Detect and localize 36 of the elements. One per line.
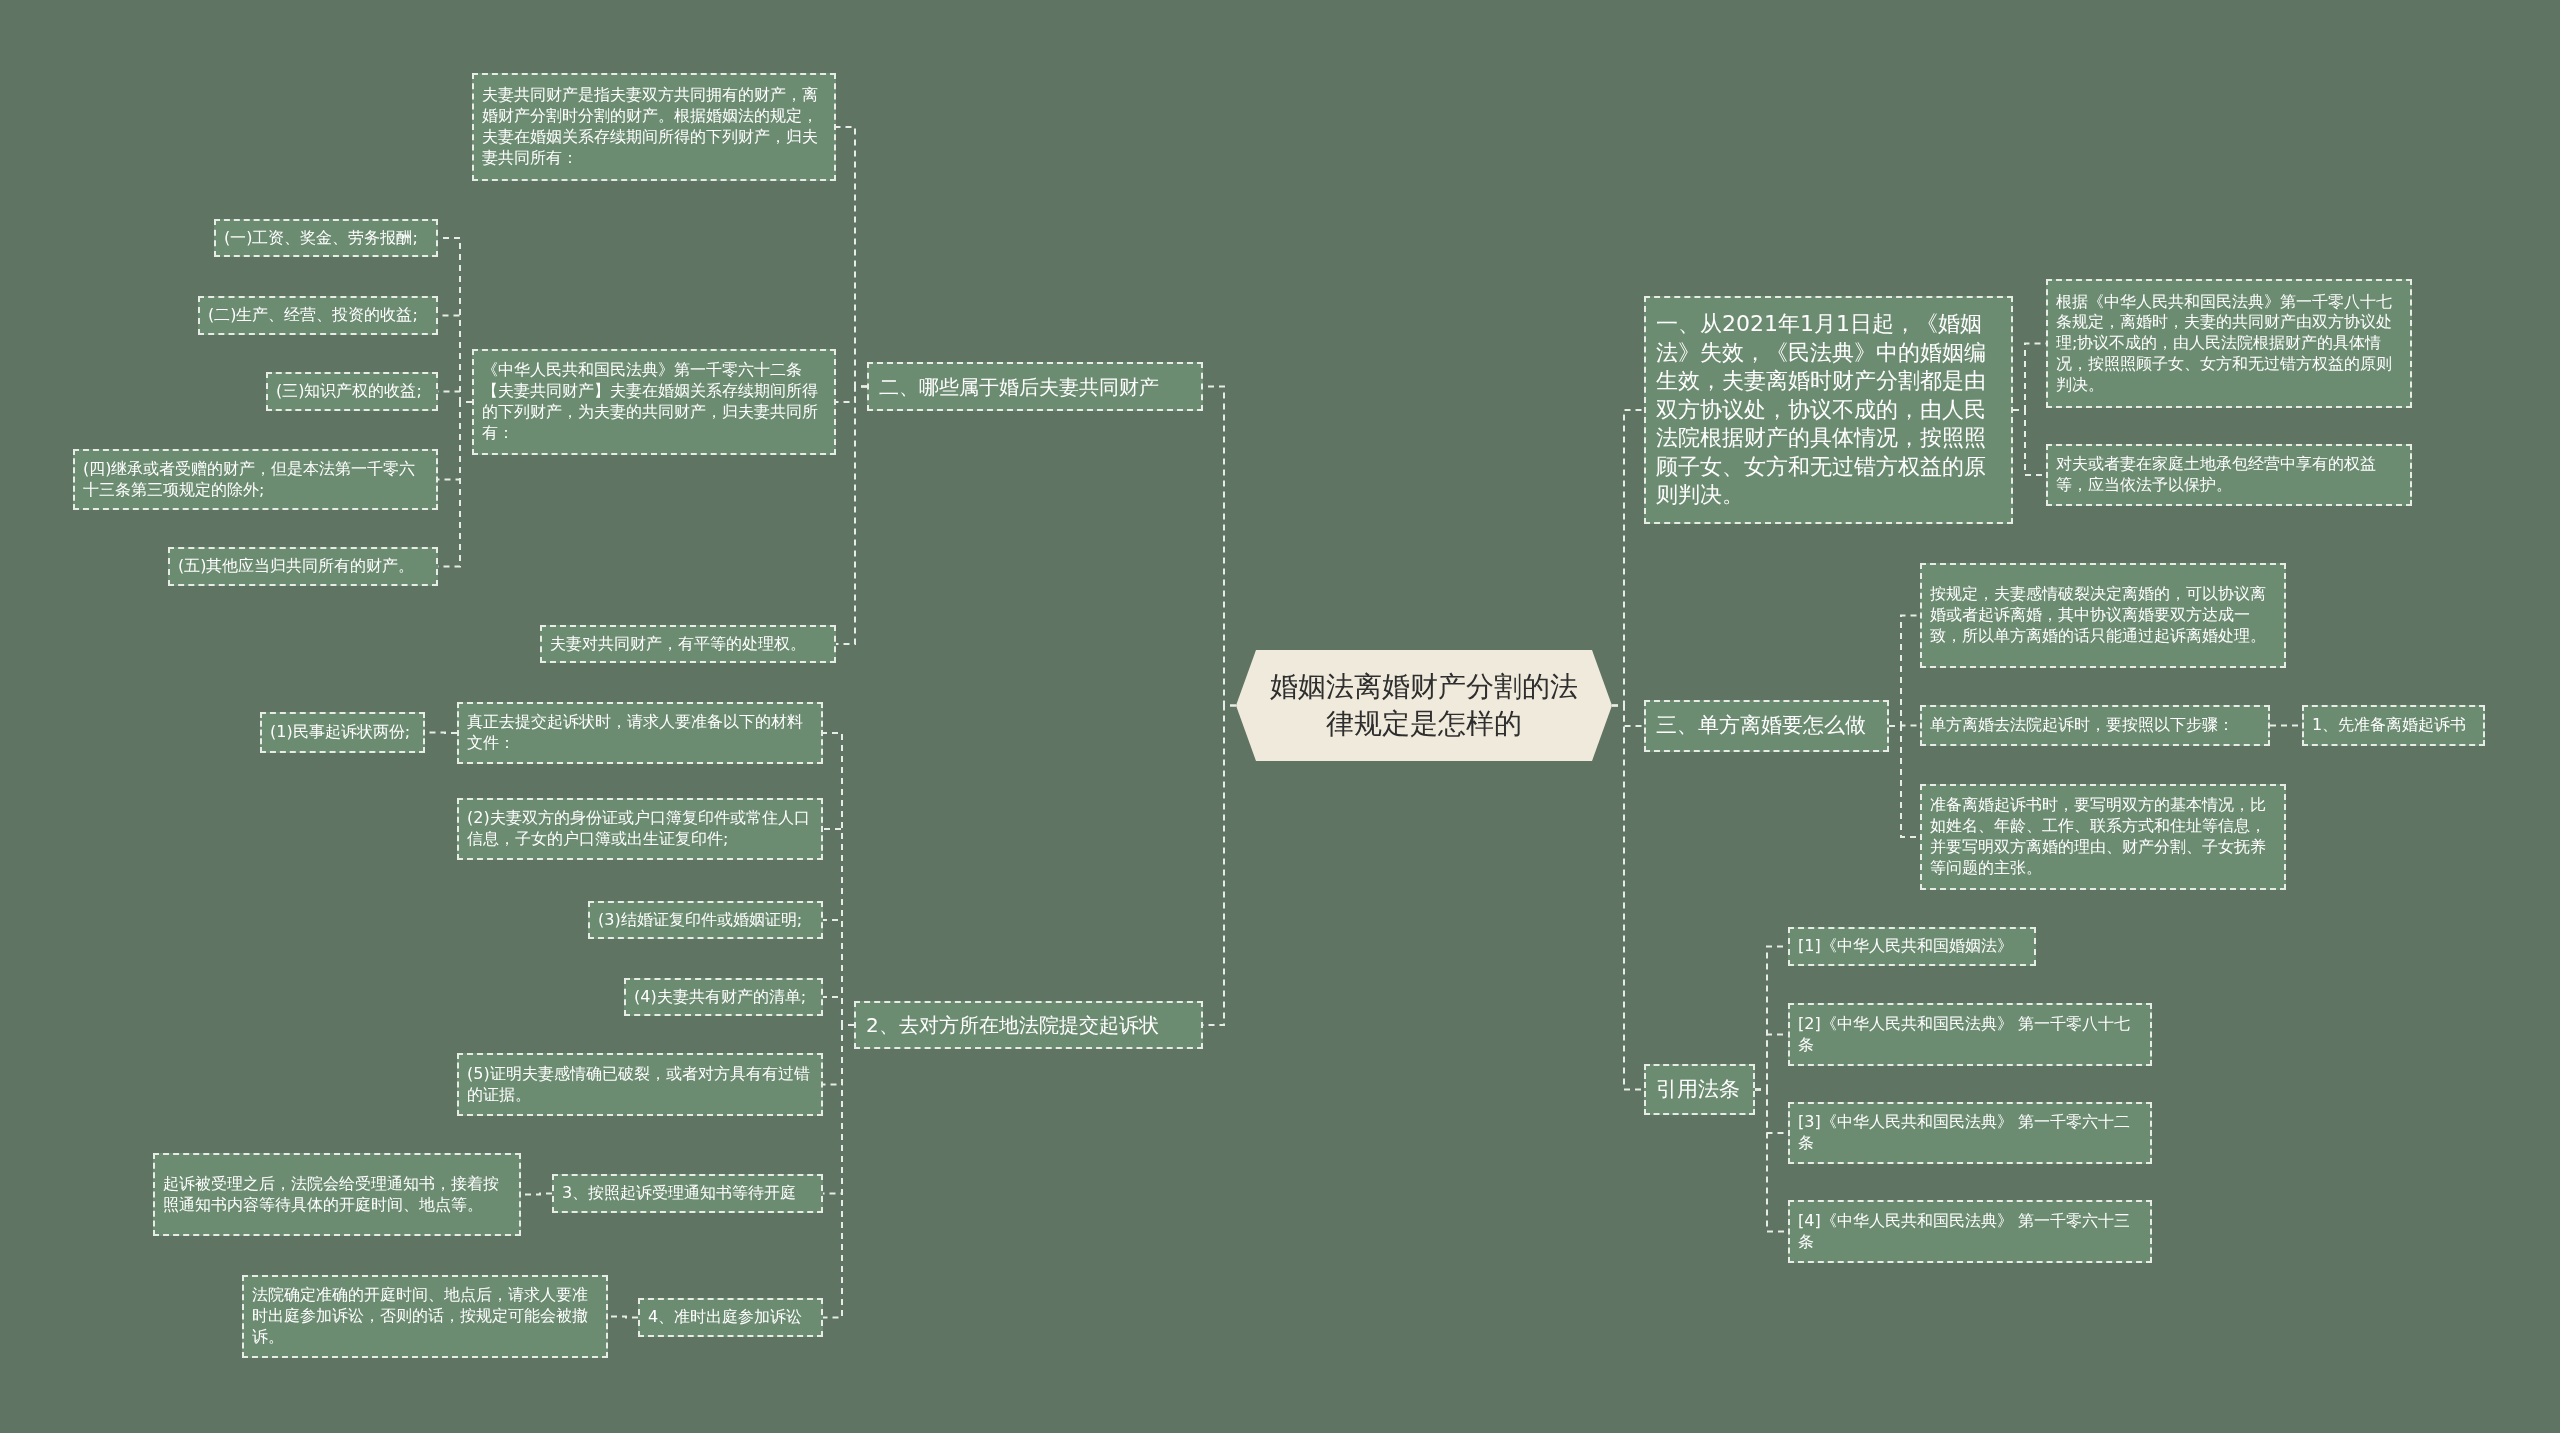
topic-box: 引用法条: [1644, 1064, 1755, 1115]
topic-box: (一)工资、奖金、劳务报酬;: [214, 219, 438, 257]
topic-box: 夫妻对共同财产，有平等的处理权。: [540, 625, 836, 663]
topic-box: (四)继承或者受赠的财产，但是本法第一千零六十三条第三项规定的除外;: [73, 449, 438, 510]
topic-box: 二、哪些属于婚后夫妻共同财产: [867, 362, 1203, 411]
topic-box: 根据《中华人民共和国民法典》第一千零八十七条规定，离婚时，夫妻的共同财产由双方协议处理;协议不成的，由人民法院根据财产的具体情况，按照照顾子女、女方和无过错方权益的原则判决。: [2046, 279, 2412, 408]
topic-box: 一、从2021年1月1日起，《婚姻法》失效，《民法典》中的婚姻编生效，夫妻离婚时财产分割都是由双方协议处，协议不成的，由人民法院根据财产的具体情况，按照照顾子女、女方和无过错方权益的原则判决。: [1644, 296, 2013, 524]
topic-box: (二)生产、经营、投资的收益;: [198, 296, 438, 335]
connector: [835, 385, 868, 645]
topic-box: 《中华人民共和国民法典》第一千零六十二条【夫妻共同财产】夫妻在婚姻关系存续期间所得的下列财产，为夫妻的共同财产，归夫妻共同所有：: [472, 349, 836, 455]
central-topic: 婚姻法离婚财产分割的法律规定是怎样的: [1236, 650, 1612, 761]
topic-box: 3、按照起诉受理通知书等待开庭: [552, 1174, 823, 1213]
topic-box: 1、先准备离婚起诉书: [2302, 705, 2485, 746]
topic-box: [2]《中华人民共和国民法典》 第一千零八十七条: [1788, 1003, 2152, 1066]
topic-box: 准备离婚起诉书时，要写明双方的基本情况，比如姓名、年龄、工作、联系方式和住址等信息，并要写明双方离婚的理由、财产分割、子女抚养等问题的主张。: [1920, 784, 2286, 890]
topic-box: (2)夫妻双方的身份证或户口簿复印件或常住人口信息，子女的户口簿或出生证复印件;: [457, 798, 823, 860]
topic-box: (五)其他应当归共同所有的财产。: [168, 547, 438, 586]
topic-box: (4)夫妻共有财产的清单;: [624, 978, 823, 1016]
topic-box: (3)结婚证复印件或婚姻证明;: [588, 901, 823, 939]
topic-box: [1]《中华人民共和国婚姻法》: [1788, 927, 2036, 966]
topic-box: 法院确定准确的开庭时间、地点后，请求人要准时出庭参加诉讼，否则的话，按规定可能会被撤诉。: [242, 1275, 608, 1358]
topic-box: 三、单方离婚要怎么做: [1644, 700, 1889, 752]
topic-box: 真正去提交起诉状时，请求人要准备以下的材料文件：: [457, 702, 823, 764]
topic-box: 夫妻共同财产是指夫妻双方共同拥有的财产，离婚财产分割时分割的财产。根据婚姻法的规定，夫妻在婚姻关系存续期间所得的下列财产，归夫妻共同所有：: [472, 73, 836, 181]
topic-box: (5)证明夫妻感情确已破裂，或者对方具有有过错的证据。: [457, 1053, 823, 1116]
topic-box: 起诉被受理之后，法院会给受理通知书，接着按照通知书内容等待具体的开庭时间、地点等。: [153, 1153, 521, 1236]
topic-box: 单方离婚去法院起诉时，要按照以下步骤：: [1920, 705, 2270, 746]
topic-box: (1)民事起诉状两份;: [260, 712, 425, 753]
topic-box: [4]《中华人民共和国民法典》 第一千零六十三条: [1788, 1200, 2152, 1263]
topic-box: 按规定，夫妻感情破裂决定离婚的，可以协议离婚或者起诉离婚，其中协议离婚要双方达成一致，所以单方离婚的话只能通过起诉离婚处理。: [1920, 563, 2286, 668]
topic-box: 4、准时出庭参加诉讼: [638, 1298, 823, 1337]
topic-box: (三)知识产权的收益;: [266, 372, 438, 411]
connector: [822, 1024, 855, 1319]
topic-box: [3]《中华人民共和国民法典》 第一千零六十二条: [1788, 1102, 2152, 1164]
topic-box: 对夫或者妻在家庭土地承包经营中享有的权益等，应当依法予以保护。: [2046, 444, 2412, 506]
topic-box: 2、去对方所在地法院提交起诉状: [854, 1001, 1203, 1049]
